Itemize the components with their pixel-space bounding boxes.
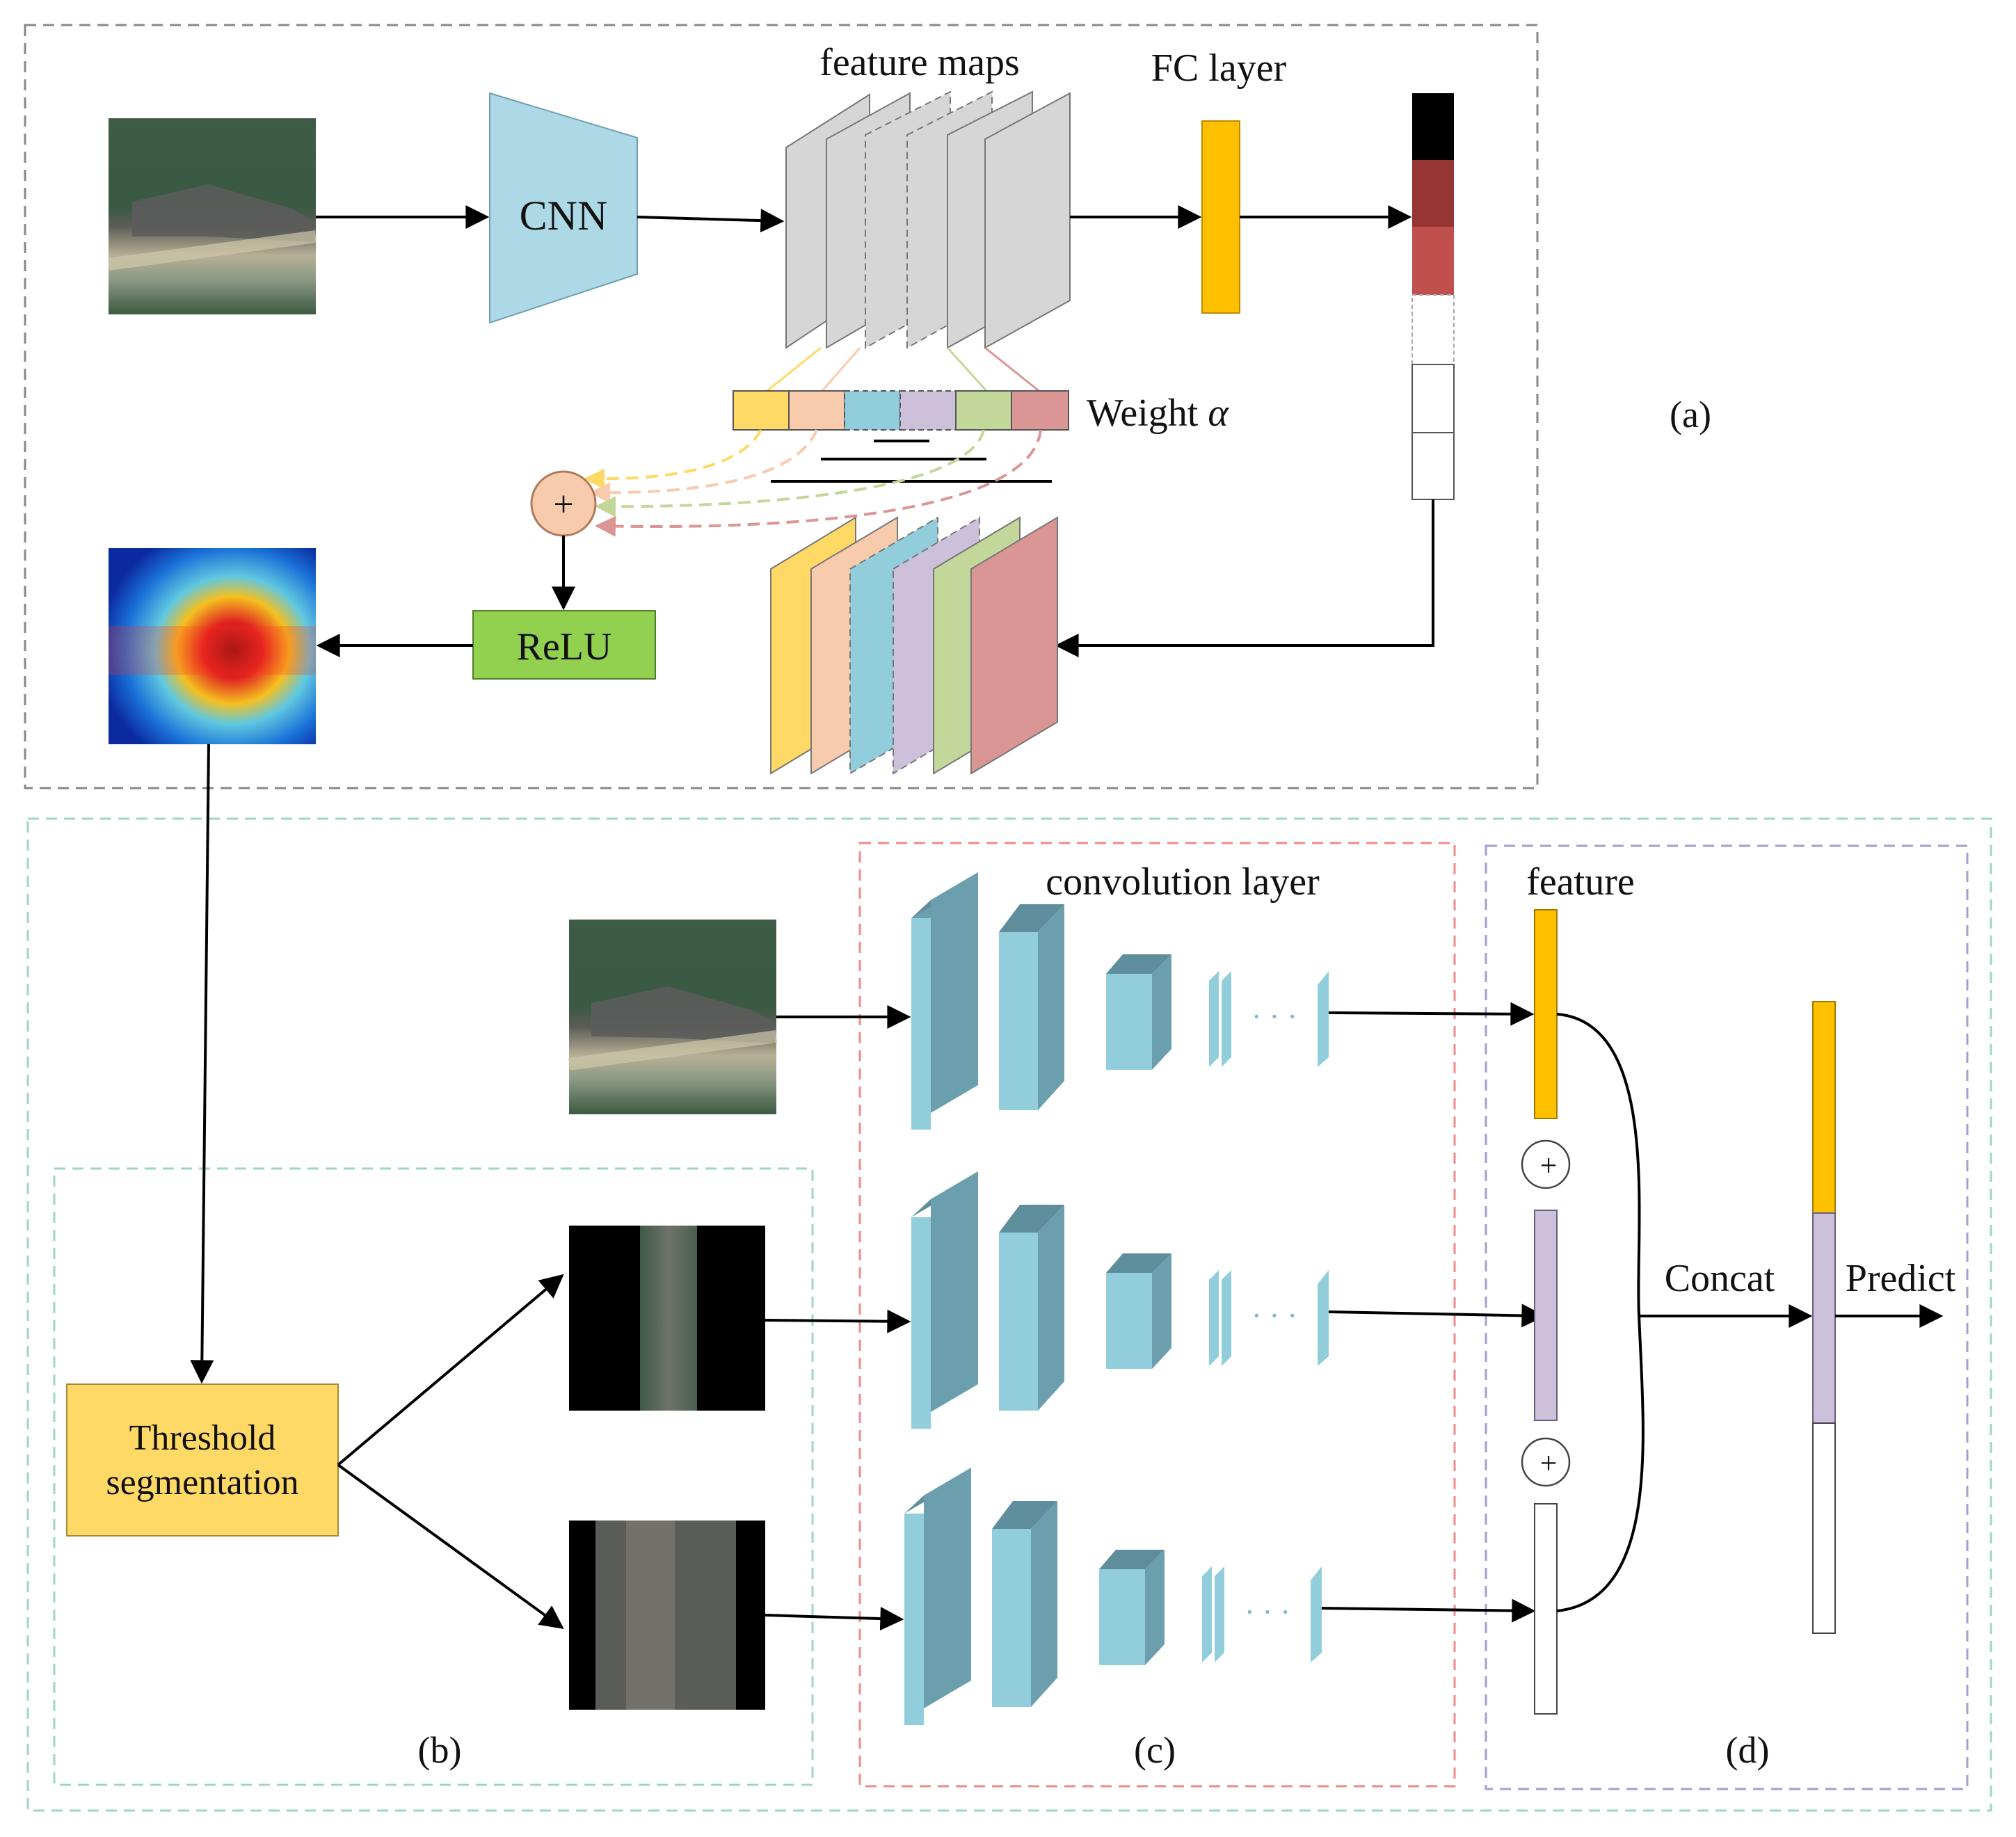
feature-maps-label: feature maps bbox=[819, 41, 1020, 84]
feature-vector-1 bbox=[1534, 909, 1558, 1119]
input-satellite-image-branch1 bbox=[568, 920, 778, 1114]
feature-plus-symbol-2: + bbox=[1540, 1446, 1558, 1480]
arrow-threshold-to-crop1 bbox=[337, 1274, 564, 1466]
panel-b-label: (b) bbox=[418, 1729, 462, 1771]
feature-plus-symbol-1: + bbox=[1540, 1148, 1558, 1182]
arrow-conv2-to-feature bbox=[1328, 1303, 1546, 1328]
conv-stack-branch3 bbox=[904, 1468, 1322, 1725]
segmented-image-2 bbox=[569, 1521, 765, 1710]
panel-c-label: (c) bbox=[1134, 1729, 1176, 1771]
threshold-label-line2: segmentation bbox=[106, 1463, 298, 1502]
relu-label: ReLU bbox=[517, 625, 612, 668]
panel-a-label: (a) bbox=[1670, 394, 1711, 435]
weight-alpha-bar bbox=[733, 390, 1069, 431]
threshold-label-line1: Threshold bbox=[129, 1418, 276, 1458]
feature-maps-stack bbox=[785, 90, 1071, 349]
ellipsis-branch2: · · · bbox=[1251, 1299, 1297, 1333]
outer-bottom-border bbox=[26, 817, 1992, 1812]
concat-curve bbox=[1556, 1013, 1645, 1612]
cnn-block bbox=[489, 92, 638, 324]
weighted-sum-arrows bbox=[584, 429, 1042, 537]
concat-label: Concat bbox=[1665, 1257, 1775, 1300]
arrow-cnn-to-feature-maps bbox=[637, 209, 785, 233]
arrow-threshold-to-crop2 bbox=[337, 1463, 564, 1629]
fc-layer-bar bbox=[1201, 120, 1240, 314]
relu-box bbox=[472, 610, 656, 680]
concatenated-feature-vector bbox=[1812, 1001, 1836, 1634]
convolution-layer-label: convolution layer bbox=[1046, 860, 1320, 904]
arrow-conv3-to-feature bbox=[1321, 1598, 1536, 1623]
class-score-vector bbox=[1411, 93, 1455, 500]
feature-plus-circle-1 bbox=[1521, 1139, 1571, 1189]
input-satellite-image bbox=[107, 118, 317, 314]
cam-heatmap-image bbox=[109, 548, 316, 744]
feature-vector-3 bbox=[1534, 1503, 1558, 1715]
ellipsis-branch3: · · · bbox=[1245, 1595, 1290, 1629]
panel-a-border bbox=[24, 24, 1539, 789]
feature-plus-circle-2 bbox=[1521, 1437, 1571, 1487]
panel-c-border bbox=[858, 842, 1456, 1788]
feature-vector-2 bbox=[1534, 1210, 1558, 1421]
map-weight-connectors bbox=[765, 346, 1041, 394]
panel-d-border bbox=[1485, 844, 1969, 1790]
threshold-segmentation-box bbox=[66, 1383, 339, 1537]
panel-d-label: (d) bbox=[1726, 1729, 1770, 1771]
weighted-feature-maps-stack bbox=[770, 516, 1058, 775]
arrow-heatmap-to-threshold bbox=[190, 744, 214, 1384]
predict-label: Predict bbox=[1846, 1257, 1956, 1300]
segmented-image-1 bbox=[569, 1226, 765, 1411]
ellipsis-branch1: · · · bbox=[1251, 1000, 1297, 1034]
arrow-vector-to-weighted-maps bbox=[1055, 499, 1434, 657]
arrow-conv1-to-feature bbox=[1328, 1002, 1535, 1026]
fc-layer-label: FC layer bbox=[1151, 47, 1287, 90]
arrow-crop1-to-conv bbox=[765, 1309, 911, 1333]
conv-stack-branch1 bbox=[911, 872, 1329, 1130]
feature-label: feature bbox=[1526, 860, 1634, 904]
cnn-label: CNN bbox=[520, 193, 608, 239]
conv-stack-branch2 bbox=[911, 1171, 1329, 1429]
feature-map-6 bbox=[984, 92, 1071, 349]
sum-plus-symbol: + bbox=[553, 485, 573, 524]
arrow-crop2-to-conv bbox=[765, 1607, 904, 1631]
weight-label: Weight α bbox=[1087, 392, 1229, 435]
